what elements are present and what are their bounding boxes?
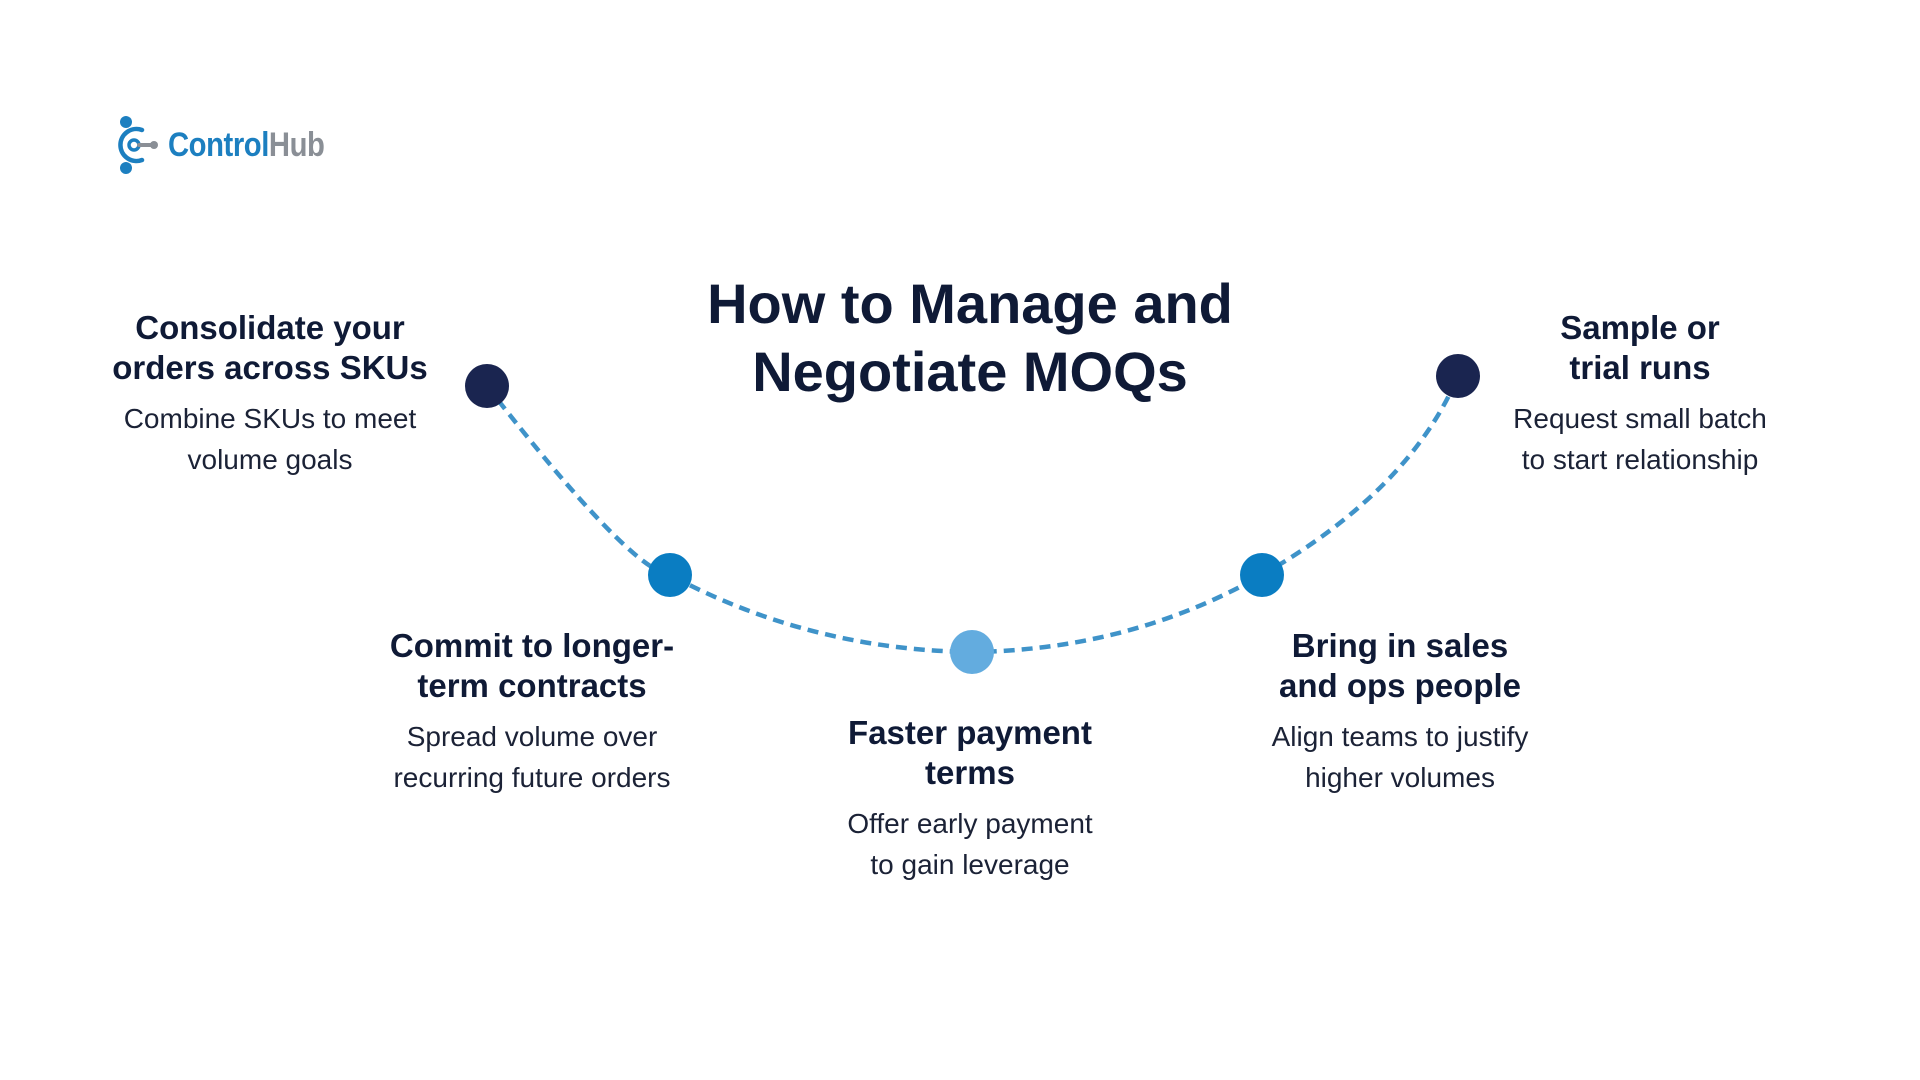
step-heading-line: Sample or	[1560, 309, 1720, 346]
title-line-1: How to Manage and	[707, 272, 1233, 335]
step-description-line: recurring future orders	[393, 762, 671, 793]
step-description-line: to gain leverage	[870, 849, 1070, 880]
step-sales-and-ops: Bring in sales and ops people Align team…	[1200, 626, 1600, 798]
step-heading-line: Bring in sales	[1291, 627, 1509, 664]
step-description: Align teams to justify higher volumes	[1200, 716, 1600, 798]
step-description-line: higher volumes	[1305, 762, 1495, 793]
step-heading-line: terms	[925, 754, 1015, 791]
step-dot-commit	[648, 553, 692, 597]
page-title: How to Manage and Negotiate MOQs	[560, 270, 1380, 406]
step-description-line: to start relationship	[1521, 444, 1759, 475]
step-heading-line: Faster payment	[848, 714, 1092, 751]
step-heading: Commit to longer- term contracts	[332, 626, 732, 706]
step-description-line: Combine SKUs to meet	[123, 403, 417, 434]
step-description: Combine SKUs to meet volume goals	[70, 398, 470, 480]
title-line-2: Negotiate MOQs	[752, 340, 1188, 403]
step-heading-line: and ops people	[1278, 667, 1522, 704]
brand-name-control: Control	[168, 126, 269, 164]
step-description: Request small batch to start relationshi…	[1440, 398, 1840, 480]
step-description: Spread volume over recurring future orde…	[332, 716, 732, 798]
step-heading-line: term contracts	[417, 667, 647, 704]
step-heading: Consolidate your orders across SKUs	[70, 308, 470, 388]
step-dot-consolidate	[465, 364, 509, 408]
controlhub-logo: ControlHub	[116, 115, 350, 175]
step-sample-trial-runs: Sample or trial runs Request small batch…	[1440, 308, 1840, 480]
step-consolidate-orders: Consolidate your orders across SKUs Comb…	[70, 308, 470, 480]
step-longer-term-contracts: Commit to longer- term contracts Spread …	[332, 626, 732, 798]
brand-name-hub: Hub	[268, 126, 325, 164]
step-heading: Bring in sales and ops people	[1200, 626, 1600, 706]
step-dot-sample	[1436, 354, 1480, 398]
step-dot-sales-ops	[1240, 553, 1284, 597]
controlhub-wordmark: ControlHub	[168, 126, 325, 164]
step-description-line: volume goals	[187, 444, 353, 475]
step-heading-line: Consolidate your	[135, 309, 405, 346]
step-heading: Faster payment terms	[770, 713, 1170, 793]
step-heading-line: orders across SKUs	[112, 349, 428, 386]
step-heading-line: Commit to longer-	[389, 627, 675, 664]
step-faster-payment-terms: Faster payment terms Offer early payment…	[770, 713, 1170, 885]
step-description-line: Offer early payment	[847, 808, 1093, 839]
step-description-line: Align teams to justify	[1271, 721, 1529, 752]
step-heading: Sample or trial runs	[1440, 308, 1840, 388]
dashed-arc	[485, 375, 1461, 655]
step-description: Offer early payment to gain leverage	[770, 803, 1170, 885]
step-description-line: Spread volume over	[406, 721, 658, 752]
step-heading-line: trial runs	[1569, 349, 1711, 386]
step-description-line: Request small batch	[1513, 403, 1767, 434]
step-dot-payment	[950, 630, 994, 674]
controlhub-logo-icon	[118, 116, 158, 174]
